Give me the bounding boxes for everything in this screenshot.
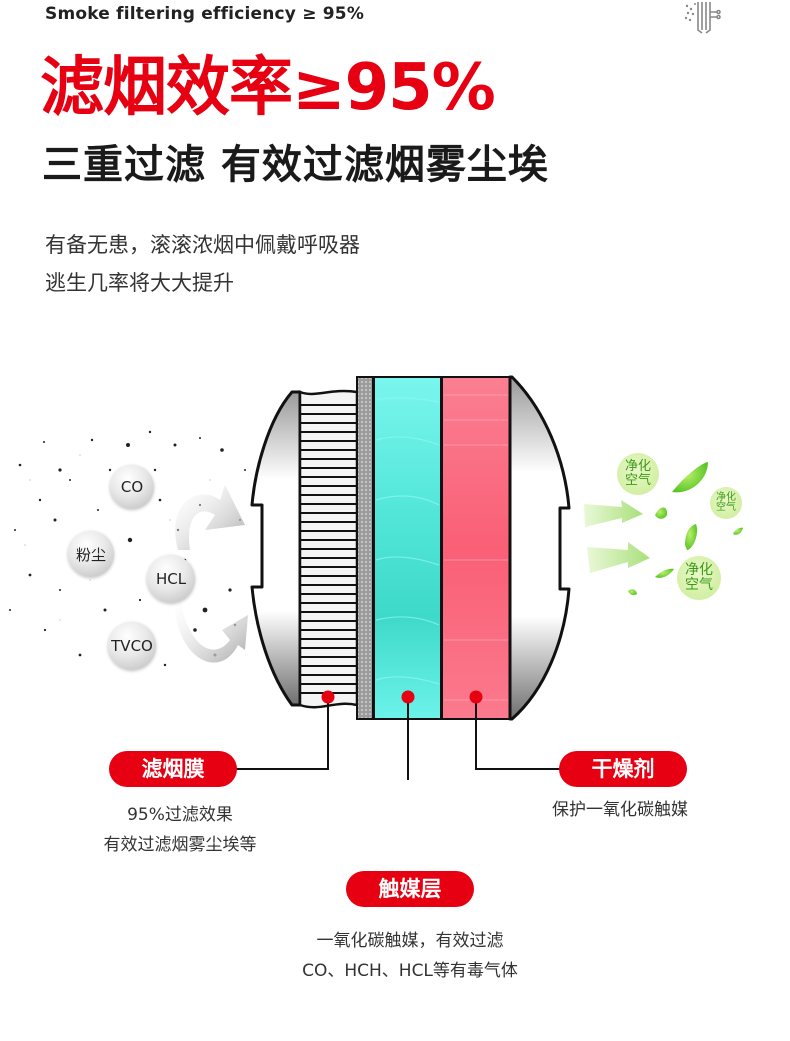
clean-air-label: 净化 [624,459,651,475]
caption-catalyst-layer: 一氧化碳触媒，有效过滤 CO、HCH、HCL等有毒气体 [250,926,570,986]
subheadline: 三重过滤 有效过滤烟雾尘埃 [42,142,549,188]
clean-air-label: 空气 [685,577,713,593]
marker-dot-filter [321,690,335,704]
desiccant-layer [441,376,511,720]
caption-line: 一氧化碳触媒，有效过滤 [316,931,504,951]
caption-line: CO、HCH、HCL等有毒气体 [302,961,518,981]
label-catalyst-layer: 触媒层 [346,871,474,907]
mesh-strip [356,376,374,720]
pollutant-bubble-co: CO [110,465,154,509]
left-end-cap [250,390,302,707]
filter-diagram [9,375,743,780]
pollutant-bubble-hcl: HCL [147,555,195,603]
description: 有备无患，滚滚浓烟中佩戴呼吸器 逃生几率将大大提升 [45,226,360,302]
marker-dot-catalyst [401,690,415,704]
headline: 滤烟效率≥95% [40,51,496,125]
curved-arrow-top [175,485,245,550]
smoke-filter-membrane [298,389,359,709]
label-smoke-filter-membrane: 滤烟膜 [109,751,237,787]
curved-arrow-bottom [175,600,248,663]
clean-air-bubble-1: 净化空气 [617,453,659,495]
clean-air-bubble-3: 净化空气 [677,556,721,600]
clean-air-bubble-2: 净化空气 [710,487,742,519]
catalyst-layer [373,376,442,720]
caption-desiccant: 保护一氧化碳触媒 [500,795,740,825]
caption-line: 保护一氧化碳触媒 [552,800,688,820]
clean-air-label: 净化 [685,562,713,579]
english-subtitle: Smoke filtering efficiency ≥ 95% [45,4,365,24]
pointer-line-filter [236,697,329,770]
description-line-1: 有备无患，滚滚浓烟中佩戴呼吸器 [45,233,360,257]
caption-line: 95%过滤效果 [127,805,233,825]
caption-smoke-filter-membrane: 95%过滤效果 有效过滤烟雾尘埃等 [60,800,300,860]
clean-air-label: 净化 [716,491,736,503]
pollutant-bubble-dust: 粉尘 [68,531,114,577]
pointer-line-desiccant [475,697,560,770]
clean-air-label: 空气 [716,502,736,513]
right-end-cap [508,375,571,721]
clean-air-label: 空气 [624,473,651,488]
green-arrow-top [584,500,643,527]
label-desiccant: 干燥剂 [559,751,687,787]
green-arrow-bottom [587,542,650,573]
description-line-2: 逃生几率将大大提升 [45,271,234,295]
marker-dot-desiccant [469,690,483,704]
leaves [628,462,743,595]
filter-logo-icon [683,0,723,36]
pollutant-bubble-tvco: TVCO [108,622,156,670]
caption-line: 有效过滤烟雾尘埃等 [103,835,257,855]
